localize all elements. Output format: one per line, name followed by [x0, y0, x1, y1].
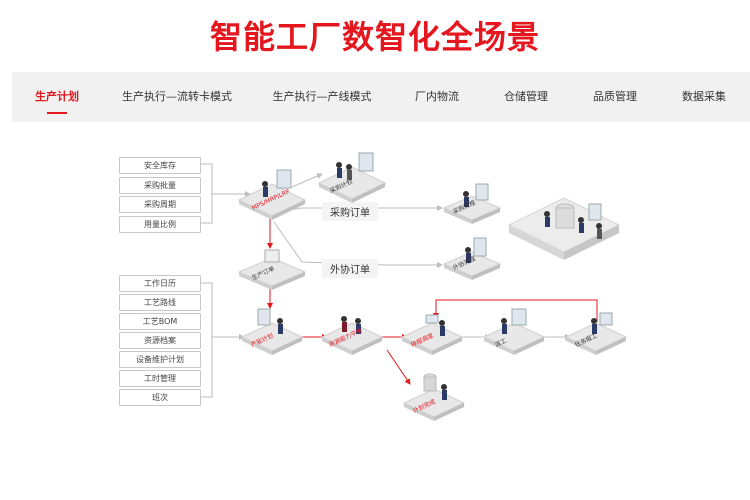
tab-bar: 生产计划 生产执行—流转卡模式 生产执行—产线模式 厂内物流 仓储管理 品质管理…: [12, 72, 750, 122]
pill-purchase-batch[interactable]: 采购批量: [119, 177, 201, 194]
pill-process-route[interactable]: 工艺路线: [119, 294, 201, 311]
tab-execution-card[interactable]: 生产执行—流转卡模式: [122, 90, 232, 103]
connector-to-finish: [386, 349, 411, 385]
node-production-order[interactable]: 生产订单: [237, 242, 307, 292]
pill-work-hours[interactable]: 工时管理: [119, 370, 201, 387]
connector-feedback-loop: [433, 299, 598, 322]
page-title: 智能工厂数智化全场景: [209, 18, 540, 56]
connector-bottom-group: [200, 282, 244, 398]
pill-safety-stock[interactable]: 安全库存: [119, 157, 201, 174]
node-finish-report[interactable]: 计划完成: [402, 367, 466, 425]
tab-execution-line[interactable]: 生产执行—产线模式: [272, 90, 372, 103]
label-purchase-order: 采购订单: [322, 202, 378, 221]
node-schedule[interactable]: 排程调度: [400, 305, 464, 359]
tab-logistics[interactable]: 厂内物流: [415, 90, 459, 103]
node-purchase-plan[interactable]: 采购计划: [317, 147, 387, 207]
pill-equipment-maintenance[interactable]: 设备维护计划: [119, 351, 201, 368]
tab-warehouse[interactable]: 仓储管理: [504, 90, 548, 103]
connector-mps-purchase: [291, 173, 323, 188]
pill-process-bom[interactable]: 工艺BOM: [119, 313, 201, 330]
pill-shift[interactable]: 班次: [119, 389, 201, 406]
node-production-plan[interactable]: 产能计划: [240, 305, 304, 357]
node-task-report[interactable]: 任务报工: [564, 305, 628, 359]
process-diagram: 安全库存 采购批量 采购周期 用量比例 工作日历 工艺路线 工艺BOM 资源档案…: [12, 122, 750, 500]
node-dispatch-label: 派工: [494, 337, 508, 348]
tab-production-plan[interactable]: 生产计划: [35, 72, 79, 122]
tab-quality[interactable]: 品质管理: [593, 90, 637, 103]
node-purchase-process[interactable]: 采购流程: [442, 180, 502, 228]
tab-data-collection[interactable]: 数据采集: [682, 90, 726, 103]
connector-top-group: [200, 163, 250, 224]
pill-usage-ratio[interactable]: 用量比例: [119, 216, 201, 233]
pill-work-calendar[interactable]: 工作日历: [119, 275, 201, 292]
node-dispatch[interactable]: 派工: [482, 305, 546, 359]
node-capacity-balance[interactable]: 资源能力平衡: [320, 305, 384, 359]
node-outsource-process[interactable]: 外协流程: [442, 234, 502, 284]
warehouse-scene-illustration: [507, 197, 621, 260]
pill-resource-file[interactable]: 资源档案: [119, 332, 201, 349]
pill-purchase-cycle[interactable]: 采购周期: [119, 196, 201, 213]
label-outsource-order: 外协订单: [322, 259, 378, 278]
node-mps-mrp[interactable]: MPS/MRP/LRP: [237, 162, 307, 222]
